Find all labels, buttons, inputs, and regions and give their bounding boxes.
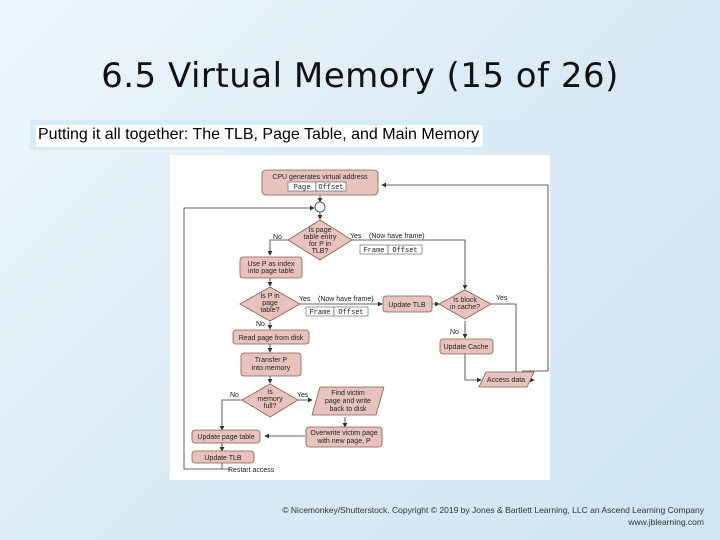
- d2-yes-note: (Now have frame): [318, 296, 374, 303]
- d1-no-label: No: [273, 234, 282, 241]
- svg-text:with new page, P: with new page, P: [316, 438, 371, 445]
- junction-circle: [314, 201, 326, 213]
- update-tlb-right-box: [382, 295, 433, 313]
- svg-text:full?: full?: [264, 403, 277, 410]
- svg-text:Use P as index: Use P as index: [248, 261, 295, 268]
- svg-text:Is P in: Is P in: [260, 293, 279, 300]
- access-data-box: [478, 371, 535, 388]
- update-cache-box: [439, 338, 494, 355]
- decision-tlb: [287, 219, 353, 261]
- read-page-box: [232, 329, 310, 345]
- svg-text:Update Cache: Update Cache: [444, 344, 489, 351]
- copyright-line-2: www.jblearning.com: [628, 517, 704, 527]
- d3-no-label: No: [450, 329, 459, 336]
- cpu-field-offset: Offset: [318, 184, 343, 192]
- svg-text:table?: table?: [260, 307, 279, 314]
- flowchart-svg: CPU generates virtual address Page Offse…: [183, 169, 549, 474]
- svg-text:into memory: into memory: [252, 365, 291, 372]
- svg-text:Update TLB: Update TLB: [204, 455, 242, 462]
- restart-access-label: Restart access: [228, 467, 275, 474]
- d2-no-label: No: [256, 321, 265, 328]
- d1-field-offset: Offset: [392, 247, 417, 255]
- slide-subtitle: Putting it all together: The TLB, Page T…: [36, 125, 484, 147]
- d2-yes-label: Yes: [299, 296, 311, 303]
- svg-text:page and write: page and write: [325, 398, 371, 405]
- svg-text:Access data: Access data: [487, 377, 525, 384]
- d1-yes-label: Yes: [350, 233, 362, 240]
- svg-text:Find victim: Find victim: [331, 390, 365, 397]
- update-tlb-bottom-box: [191, 450, 255, 464]
- cpu-field-page: Page: [294, 184, 311, 192]
- d1-yes-note: (Now have frame): [369, 233, 425, 240]
- d2-field-frame: Frame: [309, 309, 330, 317]
- slide-title: 6.5 Virtual Memory (15 of 26): [101, 56, 619, 96]
- cpu-label: CPU generates virtual address: [272, 174, 368, 181]
- svg-text:Overwrite victim page: Overwrite victim page: [310, 430, 377, 437]
- copyright-line-1: © Nicemonkey/Shutterstock. Copyright © 2…: [282, 505, 704, 515]
- d1-field-frame: Frame: [363, 247, 384, 255]
- svg-text:Is: Is: [267, 389, 273, 396]
- d4-yes-label: Yes: [297, 392, 309, 399]
- svg-text:Update page table: Update page table: [197, 434, 254, 441]
- svg-text:page: page: [262, 300, 278, 307]
- svg-text:in cache?: in cache?: [450, 304, 480, 311]
- d4-no-label: No: [230, 392, 239, 399]
- transfer-box: [240, 352, 302, 377]
- decision-memory-full: [241, 383, 299, 418]
- svg-text:memory: memory: [257, 396, 283, 403]
- overwrite-box: [305, 426, 383, 448]
- decision-page-table: [239, 286, 301, 322]
- svg-text:for P in: for P in: [309, 241, 331, 248]
- d3-yes-label: Yes: [496, 295, 508, 302]
- svg-text:Read page from disk: Read page from disk: [239, 335, 304, 342]
- svg-text:Transfer P: Transfer P: [255, 357, 288, 364]
- find-victim-box: [311, 386, 385, 416]
- svg-text:Update TLB: Update TLB: [388, 302, 426, 309]
- svg-text:back to disk: back to disk: [330, 406, 367, 413]
- decision-cache: [438, 289, 492, 320]
- svg-text:table entry: table entry: [304, 234, 337, 241]
- svg-text:Is block: Is block: [453, 297, 477, 304]
- flowchart-diagram: CPU generates virtual address Page Offse…: [170, 155, 550, 480]
- svg-text:TLB?: TLB?: [312, 248, 329, 255]
- svg-text:Is page: Is page: [309, 227, 332, 234]
- update-page-table-box: [191, 429, 261, 444]
- use-p-box: [239, 256, 303, 279]
- svg-text:into page table: into page table: [248, 268, 294, 275]
- copyright-notice: © Nicemonkey/Shutterstock. Copyright © 2…: [282, 504, 704, 528]
- d2-field-offset: Offset: [338, 309, 363, 317]
